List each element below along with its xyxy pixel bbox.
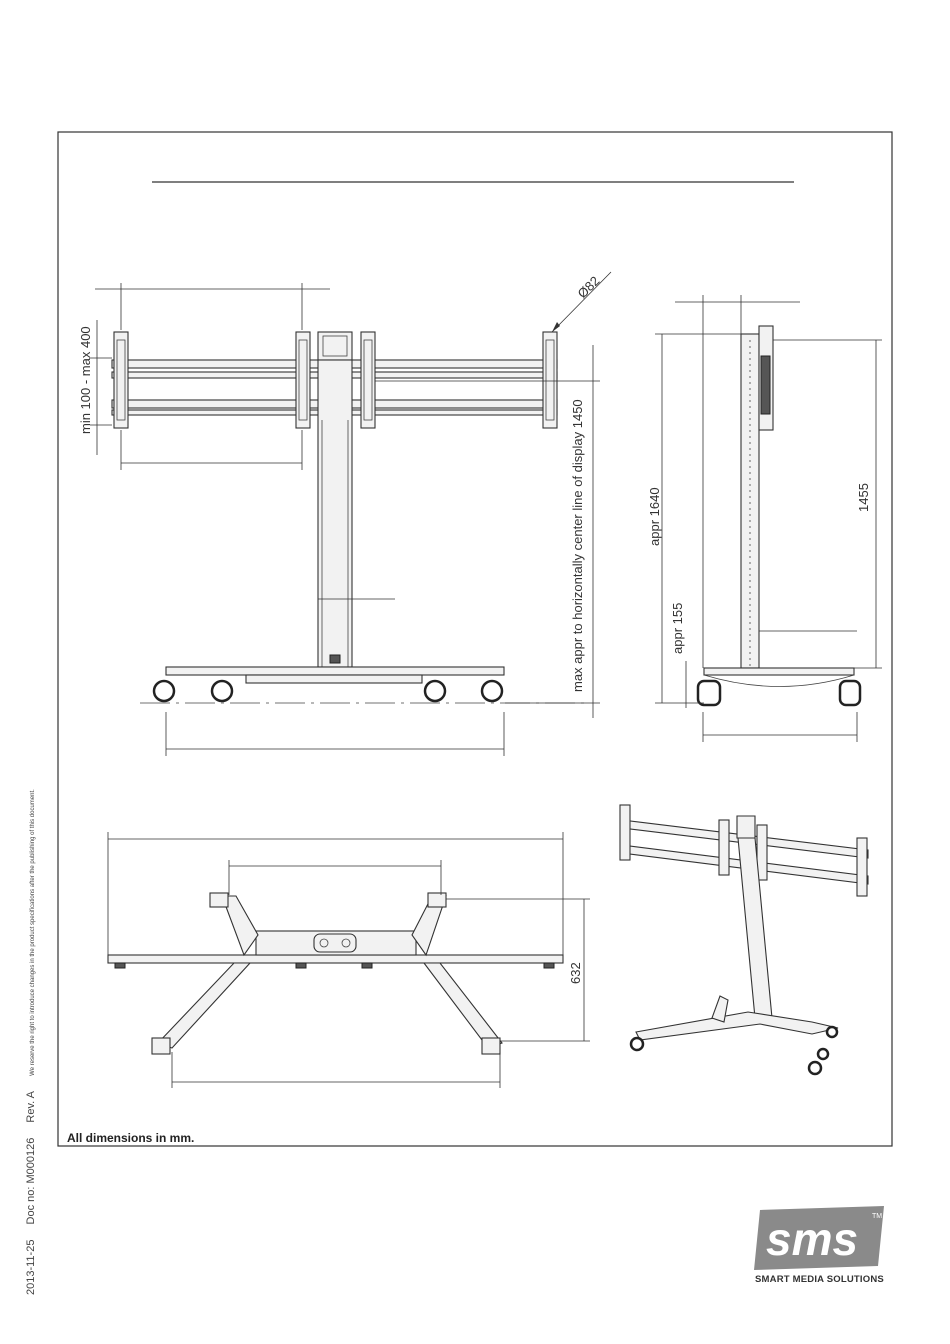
doc-date: 2013-11-25 [25, 1240, 37, 1295]
display-center-label: max appr to horizontally center line of … [570, 399, 585, 692]
top-view [108, 893, 563, 1054]
foot-clearance-label: appr 155 [670, 603, 685, 654]
dimensions-note: All dimensions in mm. [67, 1131, 194, 1145]
min-max-label: min 100 - max 400 [78, 326, 93, 434]
diameter-label: Ø82 [575, 273, 603, 301]
doc-revision: Rev. A [25, 1091, 37, 1123]
front-view [112, 332, 585, 703]
doc-number: Doc no: M000126 [25, 1138, 37, 1225]
side-view [698, 326, 860, 705]
logo-tagline: SMART MEDIA SOLUTIONS [755, 1274, 884, 1285]
logo-mark: sms [766, 1213, 858, 1265]
base-depth-label: 632 [568, 962, 583, 984]
logo-trademark: TM [872, 1213, 882, 1220]
isometric-view [620, 805, 868, 1074]
legal-notice: We reserve the right to introduce change… [30, 789, 36, 1076]
rail-height-label: 1455 [856, 483, 871, 512]
appr-height-label: appr 1640 [647, 487, 662, 546]
document-meta: 2013-11-25 Doc no: M000126 Rev. A We res… [25, 777, 37, 1295]
